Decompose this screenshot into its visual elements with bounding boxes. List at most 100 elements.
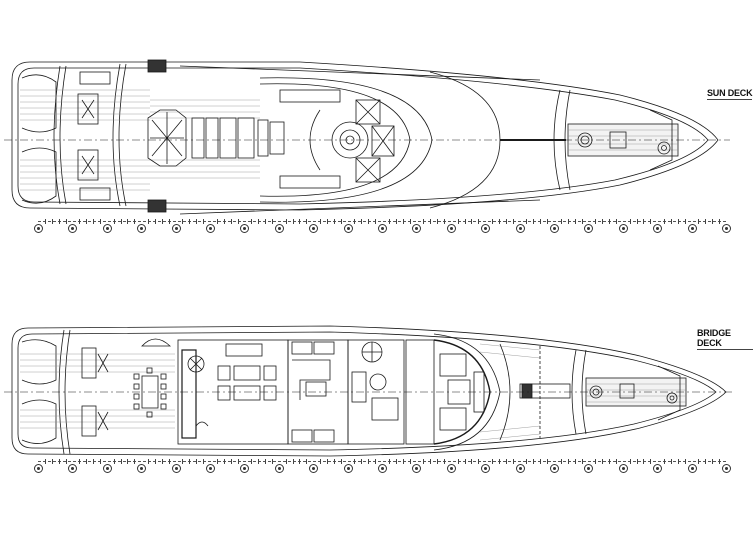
scale-tick [182, 219, 184, 224]
scale-tick [93, 459, 95, 464]
scale-tick [698, 219, 700, 224]
scale-tick [540, 459, 542, 464]
scale-tick [237, 459, 239, 464]
bridge-deck-title: BRIDGE DECK [697, 328, 753, 350]
frame-marker [309, 224, 319, 233]
scale-tick [423, 219, 425, 224]
scale-tick [265, 219, 267, 224]
scale-tick [547, 459, 549, 464]
scale-tick [533, 219, 535, 224]
frame-marker [378, 224, 387, 233]
scale-tick [471, 219, 473, 224]
scale-tick [285, 219, 287, 224]
scale-tick [423, 459, 425, 464]
scale-tick [134, 459, 136, 464]
frame-marker [618, 224, 628, 233]
scale-tick [79, 459, 81, 464]
scale-tick [65, 459, 67, 464]
scale-tick [464, 459, 466, 464]
scale-tick [512, 219, 514, 224]
scale-tick [581, 219, 583, 224]
frame-marker [102, 464, 112, 473]
frame-marker [653, 224, 663, 233]
scale-tick [258, 219, 260, 224]
frame-marker [309, 464, 319, 473]
scale-tick [712, 219, 714, 224]
frame-marker [240, 464, 250, 473]
bridge-deck-plan: BRIDGE DECK [0, 280, 753, 533]
scale-tick [650, 459, 652, 464]
frame-marker [102, 224, 112, 233]
scale-tick [306, 459, 308, 464]
frame-marker [68, 224, 78, 233]
scale-tick [99, 459, 101, 464]
scale-tick [58, 219, 60, 224]
scale-tick [388, 219, 390, 224]
scale-tick [154, 219, 156, 224]
scale-tick [684, 219, 686, 224]
scale-tick [629, 219, 631, 224]
scale-tick [237, 219, 239, 224]
scale-tick [670, 459, 672, 464]
scale-tick [354, 219, 356, 224]
frame-marker [378, 464, 387, 473]
frame-marker [550, 224, 559, 233]
scale-tick [44, 219, 46, 224]
scale-tick [437, 459, 439, 464]
scale-tick [148, 459, 150, 464]
scale-tick [113, 219, 115, 224]
scale-tick [258, 459, 260, 464]
frame-marker [206, 464, 215, 473]
scale-tick [574, 459, 576, 464]
scale-tick [492, 459, 494, 464]
scale-tick [533, 459, 535, 464]
scale-tick [127, 219, 129, 224]
scale-tick [430, 219, 432, 224]
scale-tick [320, 219, 322, 224]
scale-tick [154, 459, 156, 464]
frame-marker [722, 224, 731, 233]
scale-tick [526, 459, 528, 464]
scale-tick [134, 219, 136, 224]
scale-tick [498, 219, 500, 224]
scale-tick [670, 219, 672, 224]
scale-tick [457, 219, 459, 224]
scale-tick [216, 459, 218, 464]
scale-tick [498, 459, 500, 464]
scale-tick [265, 459, 267, 464]
scale-tick [457, 459, 459, 464]
scale-tick [719, 219, 721, 224]
scale-tick [492, 219, 494, 224]
frame-marker [618, 464, 628, 473]
scale-tick [712, 459, 714, 464]
frame-marker [446, 464, 456, 473]
scale-tick [478, 459, 480, 464]
frame-marker [446, 224, 456, 233]
frame-marker [687, 224, 697, 233]
scale-tick [340, 219, 342, 224]
scale-tick [285, 459, 287, 464]
scale-tick [615, 219, 617, 224]
scale-tick [375, 219, 377, 224]
scale-tick [182, 459, 184, 464]
scale-tick [168, 219, 170, 224]
scale-tick [705, 219, 707, 224]
scale-tick [602, 219, 604, 224]
scale-tick [86, 459, 88, 464]
scale-tick [643, 219, 645, 224]
scale-tick [196, 219, 198, 224]
scale-tick [540, 219, 542, 224]
scale-tick [79, 219, 81, 224]
frame-marker [68, 464, 78, 473]
frame-marker [240, 224, 250, 233]
scale-tick [306, 219, 308, 224]
scale-tick [161, 219, 163, 224]
frame-marker [171, 224, 181, 233]
scale-tick [333, 459, 335, 464]
frame-marker [137, 224, 147, 233]
scale-tick [409, 219, 411, 224]
scale-tick [560, 219, 562, 224]
frame-marker [550, 464, 559, 473]
scale-tick [223, 219, 225, 224]
scale-tick [464, 219, 466, 224]
